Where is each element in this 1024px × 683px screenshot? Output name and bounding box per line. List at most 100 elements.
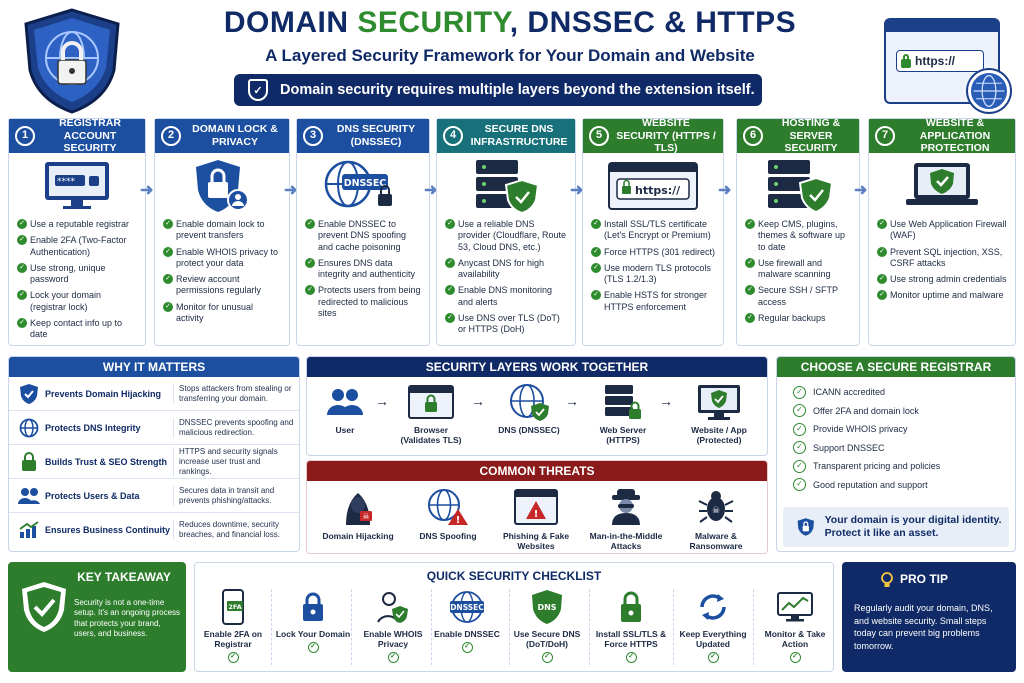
arrow-icon: → xyxy=(471,393,485,409)
list-item: Ensures DNS data integrity and authentic… xyxy=(305,257,423,281)
checklist-item: DNSSEC Enable DNSSEC✓ xyxy=(429,589,505,653)
arrow-icon: → xyxy=(565,393,579,409)
row-desc: Stops attackers from stealing or transfe… xyxy=(173,383,295,404)
list-item: Enable DNS monitoring and alerts xyxy=(445,285,569,308)
user-group-icon xyxy=(307,383,383,421)
row-label: Prevents Domain Hijacking xyxy=(45,388,162,399)
layer-web-server: Web Server (HTTPS) xyxy=(585,383,661,445)
list-item: Prevent SQL injection, XSS, CSRF attacks xyxy=(877,246,1009,270)
protip-text: Regularly audit your domain, DNS, and we… xyxy=(854,603,993,651)
step-title: WEBSITE SECURITY (HTTPS / TLS) xyxy=(616,117,716,155)
section-title: COMMON THREATS xyxy=(307,461,767,481)
checklist-label: Install SSL/TLS & Force HTTPS xyxy=(595,629,667,649)
layer-website-app: Website / App (Protected) xyxy=(681,383,757,445)
users-icon xyxy=(13,487,45,505)
layer-user: User xyxy=(307,383,383,435)
svg-text:☠: ☠ xyxy=(712,506,720,516)
threat-mitm: Man-in-the-Middle Attacks xyxy=(583,485,669,551)
pro-tip-panel: PRO TIP Regularly audit your domain, DNS… xyxy=(842,562,1016,672)
https-url-bar: https:// xyxy=(896,50,984,72)
check-icon: ✓ xyxy=(227,652,239,663)
step-title: WEBSITE & APPLICATION PROTECTION xyxy=(919,117,991,155)
list-item: Enable domain lock to prevent transfers xyxy=(163,219,283,242)
arrow-icon: → xyxy=(659,393,673,409)
shield-lock-icon xyxy=(797,518,814,536)
list-item: Install SSL/TLS certificate (Let's Encry… xyxy=(591,219,717,242)
checklist-label: Enable 2FA on Registrar xyxy=(203,629,263,649)
threat-label: DNS Spoofing xyxy=(419,531,477,541)
list-item: Keep CMS, plugins, themes & software up … xyxy=(745,219,853,253)
key-takeaway-panel: KEY TAKEAWAY Security is not a one-time … xyxy=(8,562,186,672)
dnssec-globe-icon: DNSSEC xyxy=(297,153,429,219)
list-item: Use strong, unique password xyxy=(17,262,139,286)
check-icon: ✓ xyxy=(707,652,719,663)
layer-label: Website / App (Protected) xyxy=(691,425,747,445)
layer-dns: DNS (DNSSEC) xyxy=(491,383,567,435)
checklist-label: Lock Your Domain xyxy=(275,629,351,639)
why-it-matters-panel: WHY IT MATTERS Prevents Domain Hijacking… xyxy=(8,356,300,552)
svg-text:!: ! xyxy=(456,515,461,526)
arrow-icon: ➜ xyxy=(718,182,732,199)
list-item: Monitor for unusual activity xyxy=(163,301,283,325)
list-item: Prevents Domain Hijacking Stops attacker… xyxy=(9,377,299,411)
globe-icon xyxy=(968,70,1010,112)
step-title: DOMAIN LOCK & PRIVACY xyxy=(192,123,278,148)
layer-label: Browser (Validates TLS) xyxy=(400,425,462,445)
svg-text:☠: ☠ xyxy=(362,512,369,521)
step-number: 5 xyxy=(589,126,609,146)
list-item: Transparent pricing and policies xyxy=(777,457,1015,476)
page-subtitle: A Layered Security Framework for Your Do… xyxy=(265,46,755,65)
step-title: SECURE DNS INFRASTRUCTURE xyxy=(470,123,568,148)
list-item: Use strong admin credentials xyxy=(877,274,1009,285)
step-list: Install SSL/TLS certificate (Let's Encry… xyxy=(583,219,723,313)
badge-text: https:// xyxy=(635,184,681,197)
phishing-browser-icon: ! xyxy=(493,485,579,529)
row-label: Protects Users & Data xyxy=(45,490,140,501)
lock-shield-icon xyxy=(155,153,289,219)
dnssec-icon: DNSSEC xyxy=(429,589,505,625)
https-browser-icon: https:// xyxy=(583,153,723,219)
section-title: CHOOSE A SECURE REGISTRAR xyxy=(777,357,1015,377)
lock-icon xyxy=(901,53,911,68)
list-item: Offer 2FA and domain lock xyxy=(777,402,1015,421)
browser-lock-icon xyxy=(393,383,469,421)
shield-check-icon xyxy=(13,383,45,405)
step-title: REGISTRAR ACCOUNT SECURITY xyxy=(59,117,121,155)
list-item: Enable DNSSEC to prevent DNS spoofing an… xyxy=(305,219,423,253)
step-list: Use a reliable DNS provider (Cloudflare,… xyxy=(437,219,575,335)
arrow-icon: ➜ xyxy=(570,182,584,199)
checklist-label: Enable WHOIS Privacy xyxy=(363,629,423,649)
globe-icon xyxy=(13,418,45,438)
threat-label: Domain Hijacking xyxy=(322,531,394,541)
row-label: Ensures Business Continuity xyxy=(45,525,171,535)
monitor-chart-icon xyxy=(757,589,833,625)
phone-2fa-icon: 2FA xyxy=(195,589,271,625)
laptop-shield-icon xyxy=(869,153,1015,219)
step-number: 6 xyxy=(743,126,763,146)
badge-text: DNSSEC xyxy=(344,178,387,189)
check-icon: ✓ xyxy=(461,642,473,653)
list-item: Use modern TLS protocols (TLS 1.2/1.3) xyxy=(591,262,717,286)
quick-security-checklist: QUICK SECURITY CHECKLIST 2FA Enable 2FA … xyxy=(194,562,834,672)
list-item: Good reputation and support xyxy=(777,476,1015,495)
globe-warning-icon: ! xyxy=(405,485,491,529)
layer-label: User xyxy=(335,425,355,435)
login-monitor-icon: **** xyxy=(9,153,145,219)
hacker-icon: ☠ xyxy=(315,485,401,529)
list-item: Enable HSTS for stronger HTTPS enforceme… xyxy=(591,290,717,313)
step-list: Use a reputable registrar Enable 2FA (Tw… xyxy=(9,219,145,340)
list-item: Force HTTPS (301 redirect) xyxy=(591,246,717,258)
shield-check-icon: ✓ xyxy=(248,79,268,101)
url-text: https:// xyxy=(915,54,955,68)
bug-icon: ☠ xyxy=(673,485,759,529)
step-list: Keep CMS, plugins, themes & software up … xyxy=(737,219,859,324)
svg-text:****: **** xyxy=(57,177,76,187)
row-desc: Secures data in transit and prevents phi… xyxy=(173,485,295,506)
list-item: Monitor uptime and malware xyxy=(877,290,1009,301)
step-number: 7 xyxy=(875,126,895,146)
arrow-icon: ➜ xyxy=(854,182,868,199)
